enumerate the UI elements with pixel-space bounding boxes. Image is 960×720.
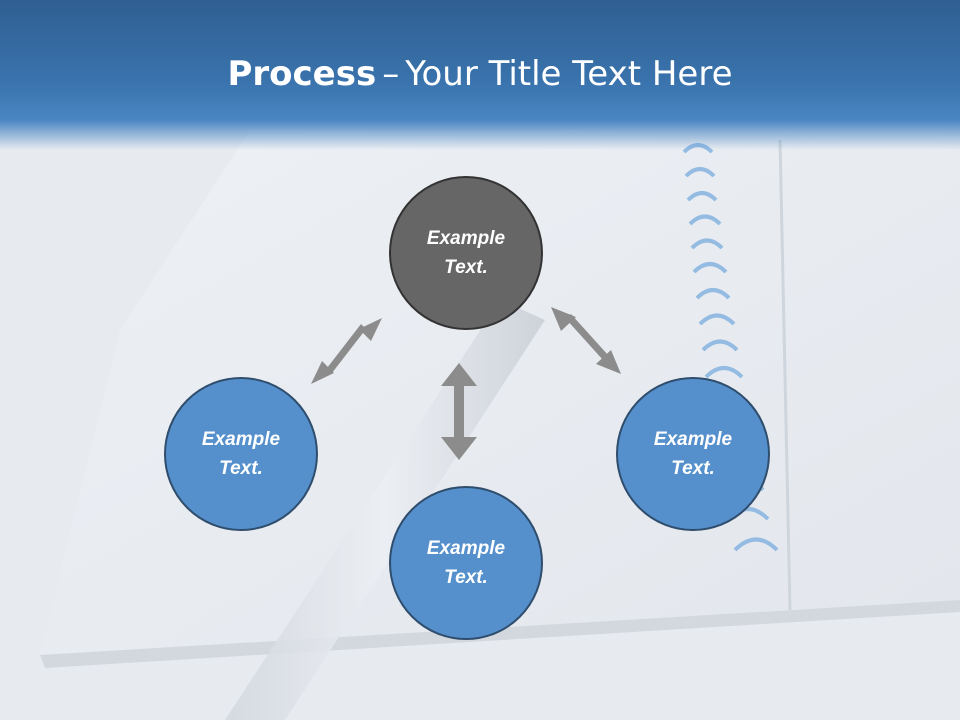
slide-title: Process–Your Title Text Here bbox=[0, 52, 960, 96]
process-node-right[interactable]: Example Text. bbox=[616, 377, 770, 531]
node-center-line2: Text. bbox=[444, 257, 488, 278]
arrow-center-bottom bbox=[441, 363, 477, 460]
node-left-line2: Text. bbox=[219, 458, 263, 479]
node-right-line1: Example bbox=[653, 429, 733, 450]
process-node-center[interactable]: Example Text. bbox=[389, 176, 543, 330]
arrow-center-left bbox=[311, 318, 382, 384]
title-separator: – bbox=[382, 54, 400, 94]
node-right-line2: Text. bbox=[671, 458, 715, 479]
node-bottom-line1: Example bbox=[426, 538, 506, 559]
arrow-center-right bbox=[551, 307, 621, 374]
node-center-line1: Example bbox=[426, 228, 506, 249]
node-left-line1: Example bbox=[201, 429, 281, 450]
title-text: Your Title Text Here bbox=[405, 54, 733, 94]
node-bottom-line2: Text. bbox=[444, 567, 488, 588]
title-bold: Process bbox=[227, 54, 377, 94]
process-node-left[interactable]: Example Text. bbox=[164, 377, 318, 531]
process-node-bottom[interactable]: Example Text. bbox=[389, 486, 543, 640]
title-bar bbox=[0, 0, 960, 150]
